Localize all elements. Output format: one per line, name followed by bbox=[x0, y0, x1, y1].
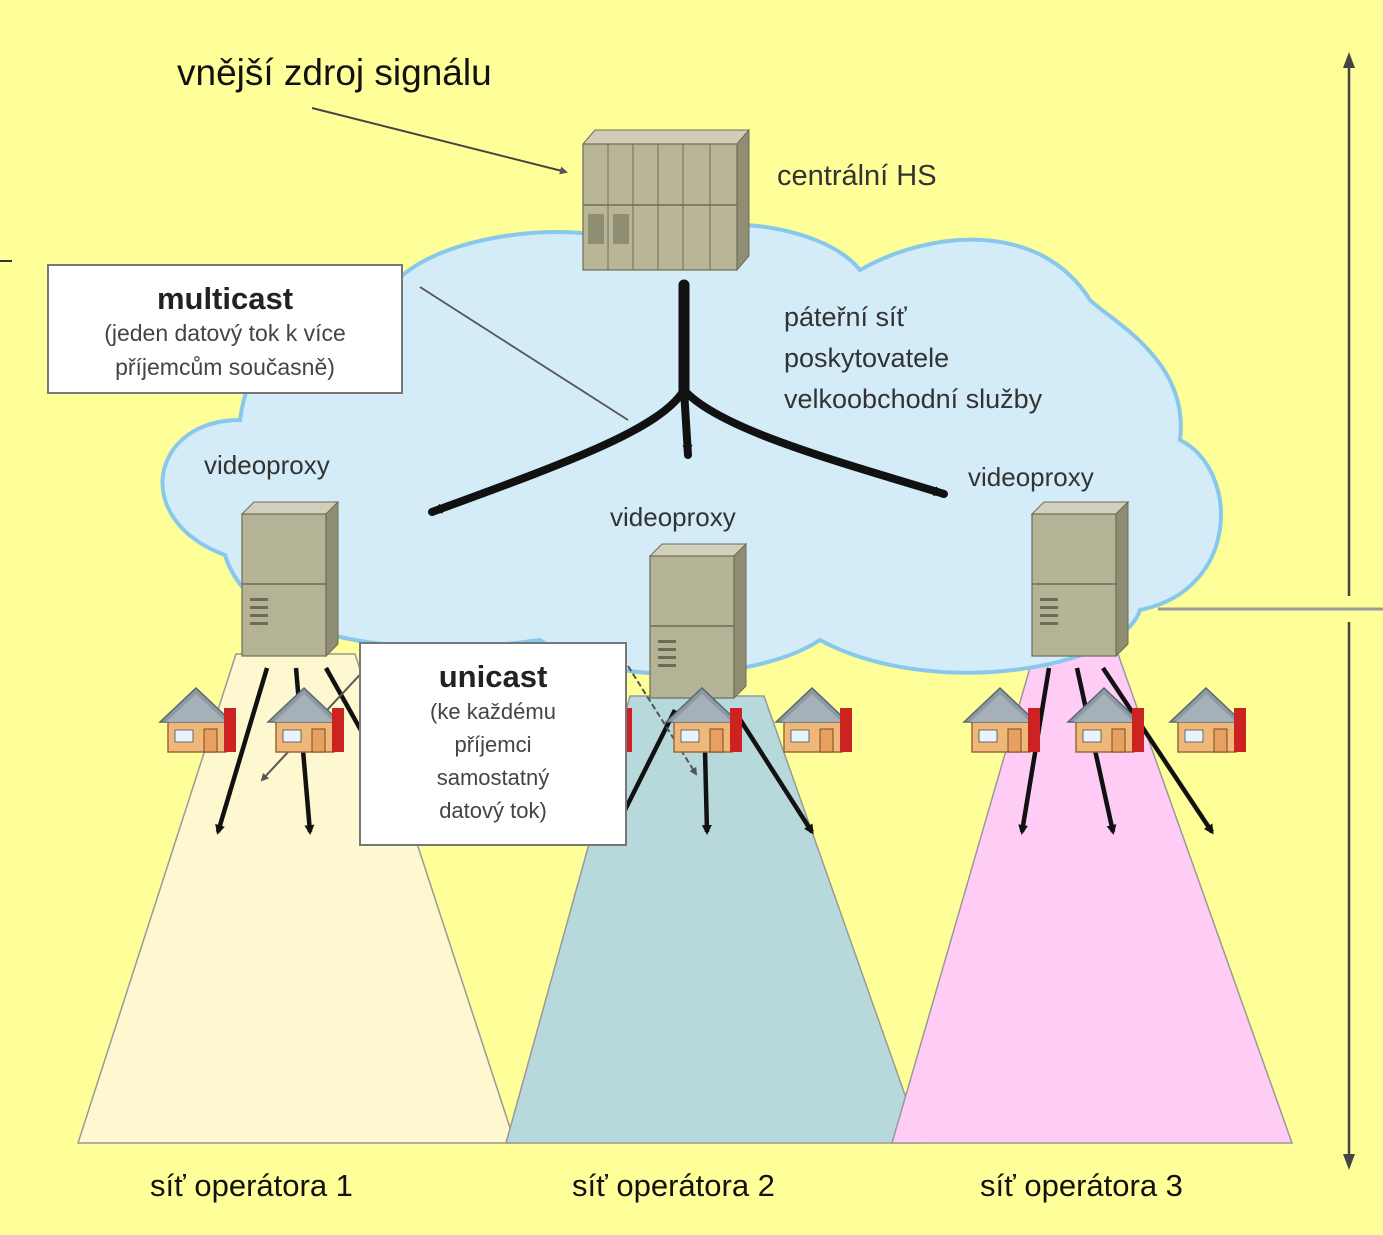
server-icon bbox=[241, 501, 339, 657]
videoproxy-label-2: videoproxy bbox=[610, 502, 736, 532]
external-source-pointer bbox=[311, 107, 568, 175]
multicast-pointer bbox=[419, 286, 629, 421]
house-icon bbox=[775, 687, 853, 753]
external-source-label: vnější zdroj signálu bbox=[177, 52, 492, 93]
videoproxy-label-3: videoproxy bbox=[968, 462, 1094, 492]
backbone-label-line-2: poskytovatele bbox=[784, 343, 950, 373]
server-icon bbox=[649, 543, 747, 699]
unicast-callout: unicast (ke každému příjemci samostatný … bbox=[359, 642, 627, 846]
backbone-label-line-1: páteřní síť bbox=[784, 302, 907, 332]
operator-3-label: síť operátora 3 bbox=[980, 1168, 1183, 1203]
multicast-title: multicast bbox=[156, 281, 294, 316]
central-rack-icon bbox=[581, 128, 751, 272]
unicast-line-3: samostatný bbox=[436, 765, 550, 791]
unicast-title: unicast bbox=[438, 659, 548, 694]
server-icon bbox=[1031, 501, 1129, 657]
videoproxy-label-1: videoproxy bbox=[204, 450, 330, 480]
house-icon bbox=[1169, 687, 1247, 753]
multicast-line-2: příjemcům současně) bbox=[115, 353, 335, 380]
multicast-callout: multicast (jeden datový tok k více příje… bbox=[47, 264, 403, 394]
central-hs-label: centrální HS bbox=[777, 160, 937, 192]
multicast-line-1: (jeden datový tok k více bbox=[104, 320, 346, 347]
backbone-label-line-3: velkoobchodní služby bbox=[784, 384, 1043, 414]
unicast-pointer-right bbox=[627, 665, 698, 776]
unicast-line-1: (ke každému bbox=[430, 699, 556, 725]
right-vertical-arrow bbox=[1343, 52, 1355, 1170]
operator-2-label: síť operátora 2 bbox=[572, 1168, 775, 1203]
operator-1-label: síť operátora 1 bbox=[150, 1168, 353, 1203]
unicast-line-4: datový tok) bbox=[439, 798, 547, 824]
unicast-line-2: příjemci bbox=[454, 732, 532, 758]
multicast-tree bbox=[428, 279, 948, 516]
